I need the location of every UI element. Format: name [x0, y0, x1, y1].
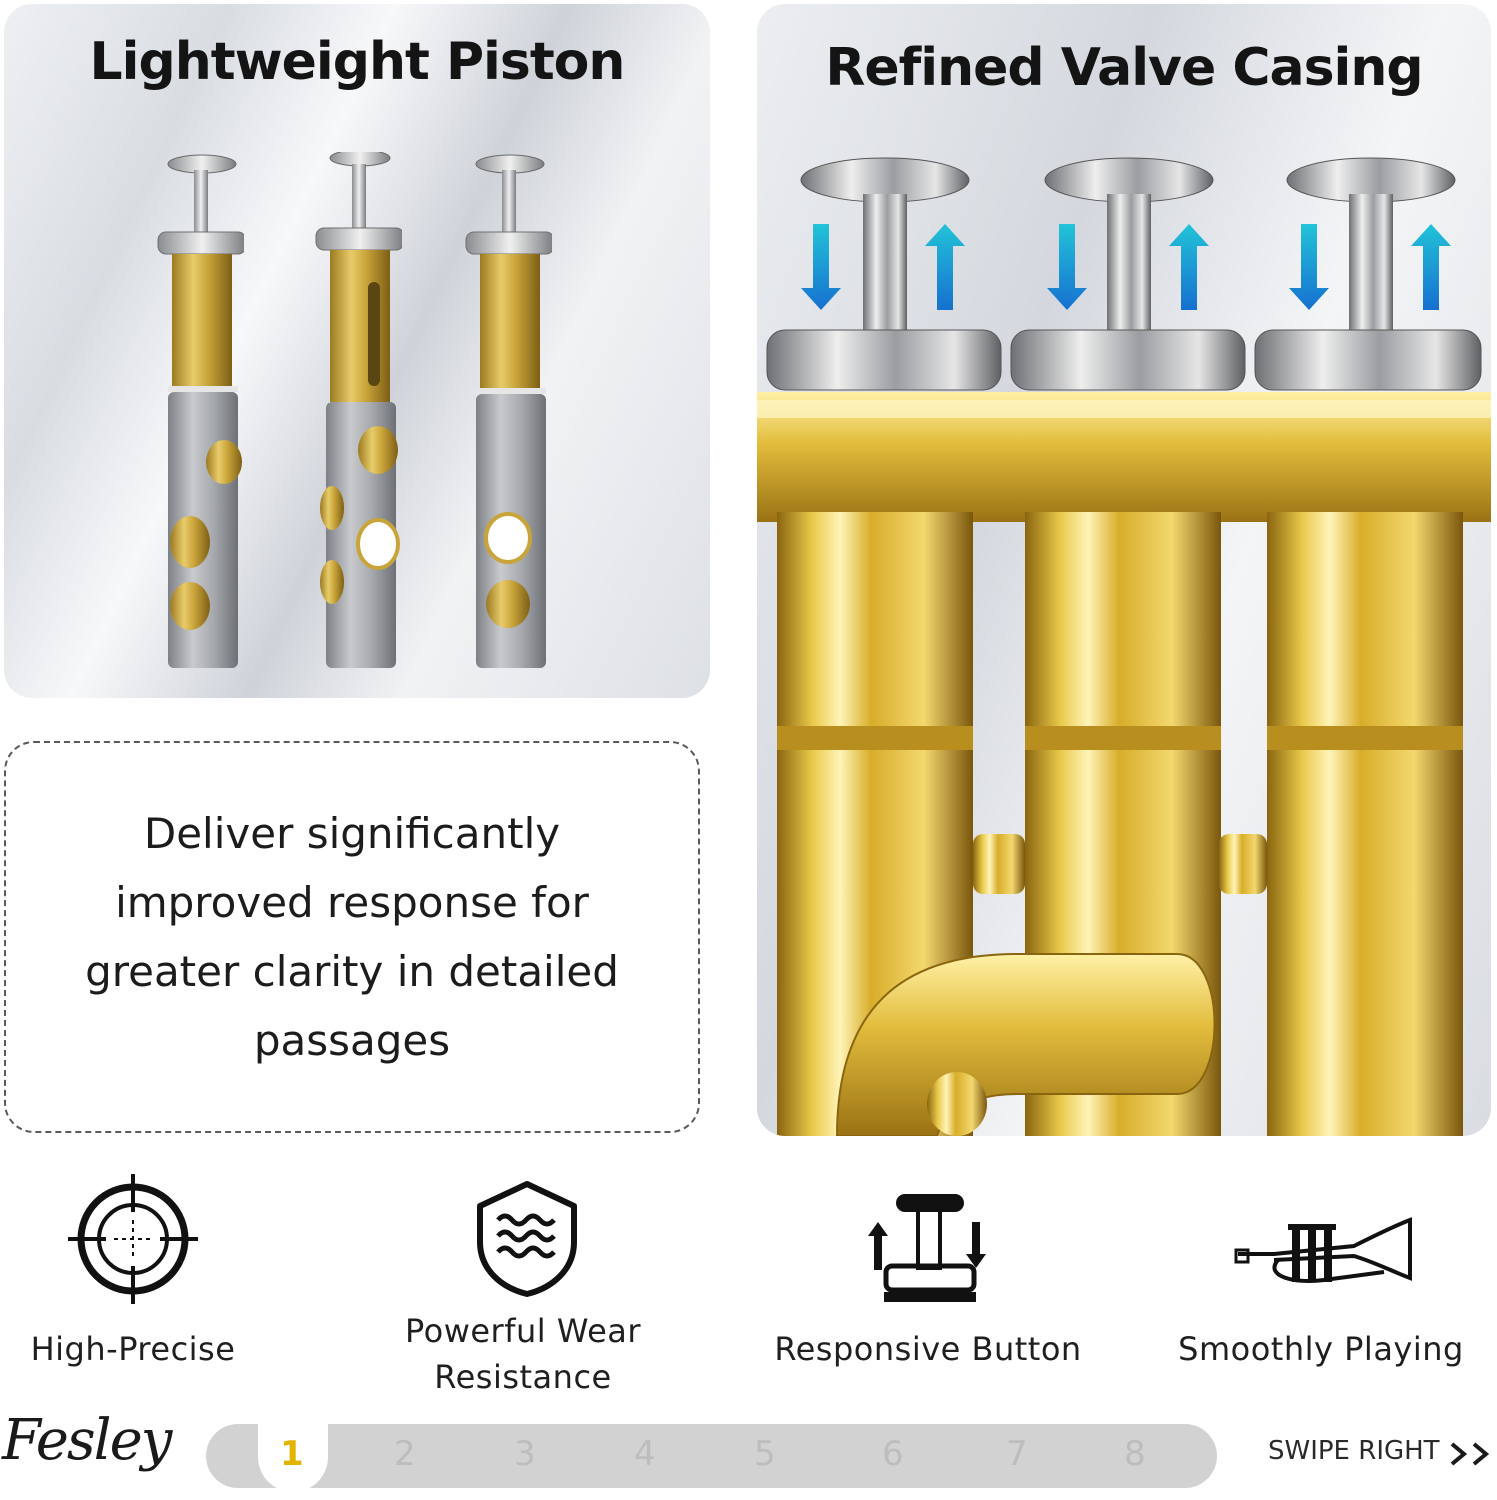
crosshair-icon — [66, 1172, 200, 1306]
page-4-button[interactable]: 4 — [634, 1434, 656, 1474]
page-5-button[interactable]: 5 — [754, 1434, 776, 1474]
double-chevron-right-icon[interactable] — [1448, 1440, 1494, 1472]
feature-label-responsive-button: Responsive Button — [774, 1330, 1082, 1368]
page-8-button[interactable]: 8 — [1124, 1434, 1146, 1474]
swipe-right-hint[interactable]: SWIPE RIGHT — [1268, 1436, 1440, 1466]
valve-buttons — [766, 157, 1482, 391]
feature-label-wear-resistance: Powerful Wear Resistance — [380, 1308, 666, 1400]
piston-icon — [157, 154, 244, 668]
piston-icon — [465, 154, 552, 668]
feature-label-line: Powerful Wear — [404, 1312, 642, 1350]
page-indicator[interactable]: 1 2 3 4 5 6 7 8 — [206, 1420, 1217, 1492]
trumpet-icon — [1234, 1216, 1416, 1288]
piston-2-image — [312, 152, 402, 670]
piston-panel: Lightweight Piston — [4, 4, 710, 698]
brand-logo: Fesley — [2, 1408, 172, 1473]
arrows — [801, 224, 1451, 310]
feature-label-line: Resistance — [434, 1358, 612, 1396]
valve-casing-image — [757, 157, 1491, 1136]
page-2-button[interactable]: 2 — [394, 1434, 416, 1474]
page-7-button[interactable]: 7 — [1006, 1434, 1028, 1474]
feature-label-smoothly-playing: Smoothly Playing — [1178, 1330, 1464, 1368]
valve-button-icon — [868, 1188, 992, 1306]
page-1-button[interactable]: 1 — [280, 1434, 304, 1474]
piston-3-image — [462, 152, 552, 670]
valve-title: Refined Valve Casing — [825, 38, 1423, 98]
piston-1-image — [154, 152, 244, 670]
piston-icon — [315, 152, 402, 668]
feature-label-high-precise: High-Precise — [30, 1330, 236, 1368]
piston-title: Lightweight Piston — [89, 32, 626, 92]
valve-panel: Refined Valve Casing — [757, 4, 1491, 1136]
description-text: Deliver significantly improved response … — [85, 809, 619, 1065]
description-box: Deliver significantly improved response … — [4, 741, 700, 1133]
shield-waves-icon — [474, 1180, 580, 1298]
active-page-tab — [258, 1420, 328, 1492]
page-6-button[interactable]: 6 — [882, 1434, 904, 1474]
page-3-button[interactable]: 3 — [514, 1434, 536, 1474]
